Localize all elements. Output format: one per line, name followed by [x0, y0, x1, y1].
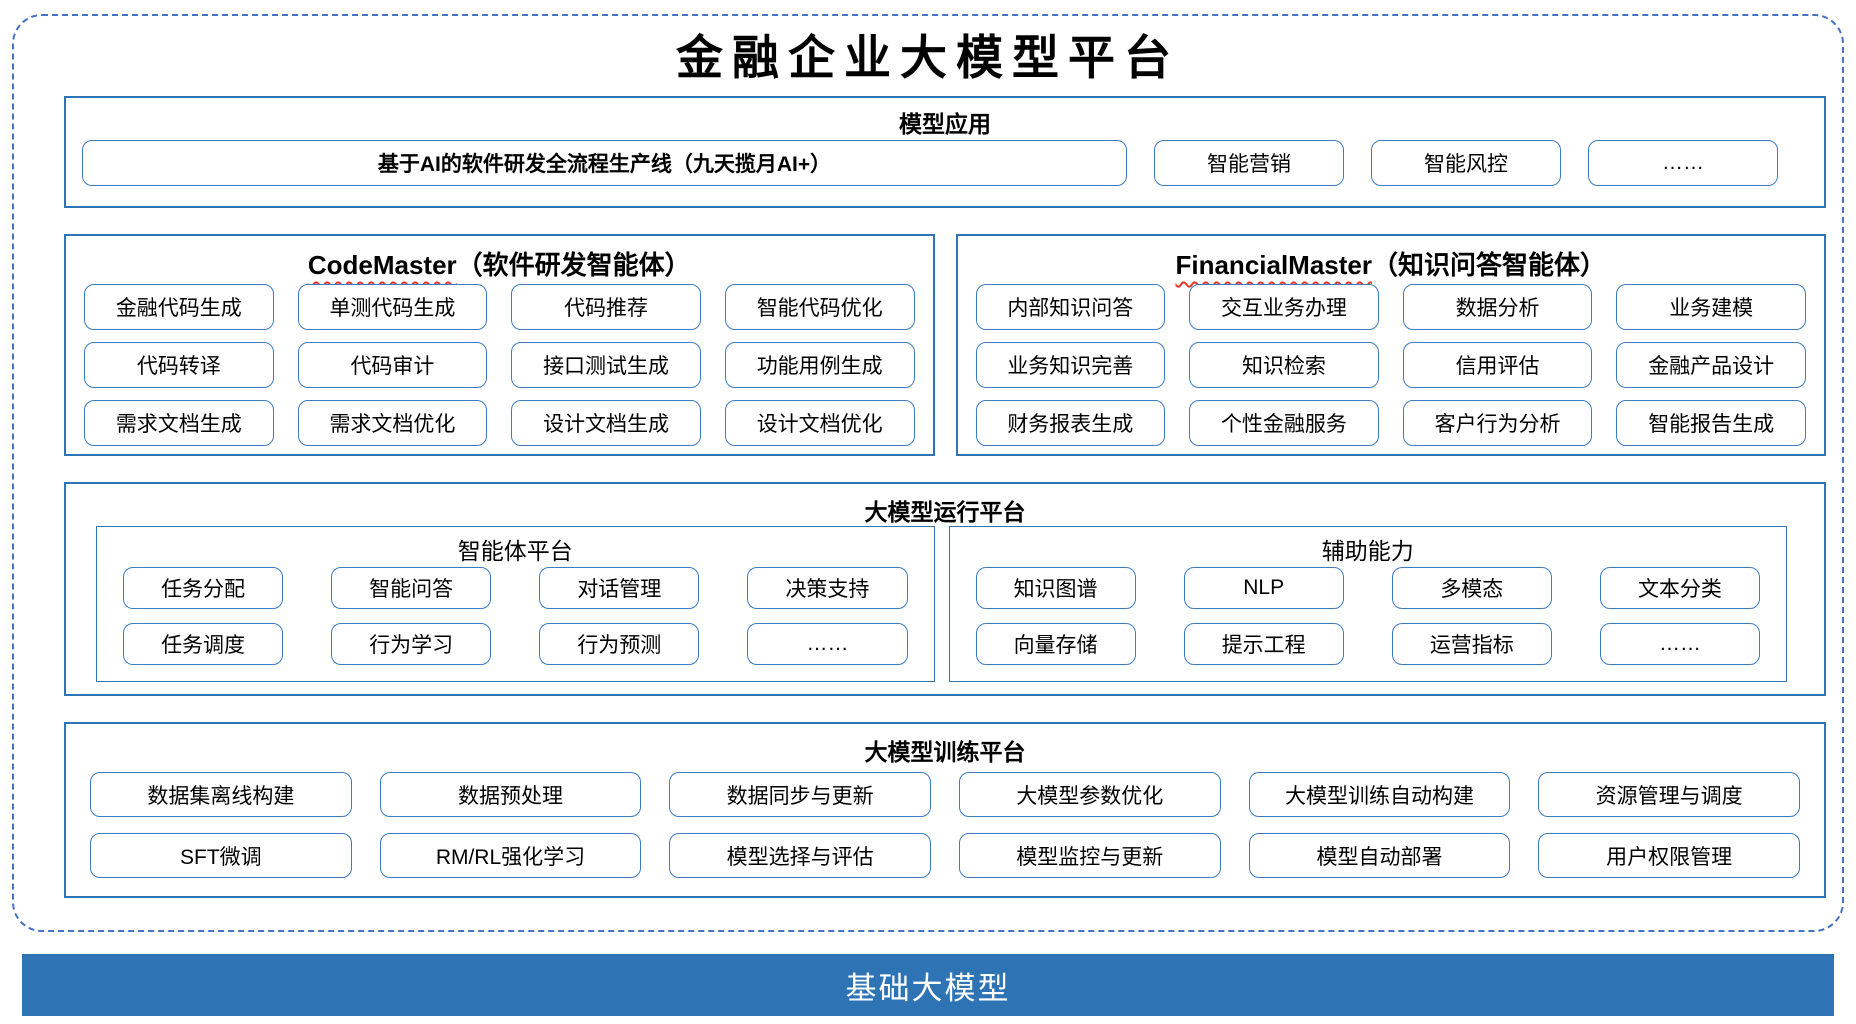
diagram-node: 任务分配: [123, 567, 284, 609]
diagram-node: 接口测试生成: [511, 342, 701, 388]
diagram-node: 智能报告生成: [1616, 400, 1806, 446]
agent-platform-grid: 任务分配 智能问答 对话管理 决策支持 任务调度 行为学习 行为预测 ……: [113, 567, 918, 665]
runtime-inner-row: 智能体平台 任务分配 智能问答 对话管理 决策支持 任务调度 行为学习 行为预测…: [66, 522, 1824, 682]
diagram-node: 代码转译: [84, 342, 274, 388]
agents-row: CodeMaster（软件研发智能体） 金融代码生成 单测代码生成 代码推荐 智…: [64, 234, 1826, 456]
section-model-applications: 模型应用 基于AI的软件研发全流程生产线（九天揽月AI+） 智能营销 智能风控 …: [64, 96, 1826, 208]
diagram-node: ……: [1599, 623, 1760, 665]
diagram-node: SFT微调: [90, 833, 352, 878]
diagram-node: 内部知识问答: [975, 284, 1166, 330]
diagram-node: 模型选择与评估: [669, 833, 931, 878]
diagram-node: 决策支持: [747, 567, 908, 609]
aux-ability-header: 辅助能力: [1321, 538, 1414, 564]
diagram-node: 提示工程: [1183, 623, 1344, 665]
diagram-node-ai-pipeline: 基于AI的软件研发全流程生产线（九天揽月AI+）: [82, 140, 1127, 186]
diagram-node-smart-marketing: 智能营销: [1154, 140, 1344, 186]
diagram-node: 数据预处理: [379, 772, 642, 817]
section-financialmaster: FinancialMaster（知识问答智能体） 内部知识问答 交互业务办理 数…: [955, 234, 1826, 456]
codemaster-header: CodeMaster（软件研发智能体）: [84, 238, 915, 280]
diagram-node: 业务建模: [1616, 284, 1806, 330]
financialmaster-grid: 内部知识问答 交互业务办理 数据分析 业务建模 业务知识完善 知识检索 信用评估…: [975, 284, 1806, 446]
diagram-node: 数据分析: [1402, 284, 1593, 330]
diagram-node-more-apps: ……: [1588, 140, 1778, 186]
diagram-node: 设计文档生成: [511, 400, 701, 446]
diagram-node: 资源管理与调度: [1538, 772, 1800, 817]
diagram-node: 单测代码生成: [297, 284, 488, 330]
training-grid: 数据集离线构建 数据预处理 数据同步与更新 大模型参数优化 大模型训练自动构建 …: [90, 772, 1800, 878]
diagram-node: 大模型训练自动构建: [1248, 772, 1511, 817]
diagram-node: 对话管理: [539, 567, 700, 609]
diagram-node: 交互业务办理: [1189, 284, 1379, 330]
page-title: 金融企业大模型平台: [676, 31, 1180, 86]
diagram-node: 数据同步与更新: [669, 772, 931, 817]
subsection-agent-platform: 智能体平台 任务分配 智能问答 对话管理 决策支持 任务调度 行为学习 行为预测…: [96, 526, 935, 682]
diagram-node: 用户权限管理: [1538, 833, 1800, 878]
diagram-node: ……: [747, 623, 908, 665]
sections-wrapper: 模型应用 基于AI的软件研发全流程生产线（九天揽月AI+） 智能营销 智能风控 …: [14, 90, 1842, 898]
diagram-node: 客户行为分析: [1402, 400, 1593, 446]
diagram-node: 任务调度: [123, 623, 284, 665]
financialmaster-header: FinancialMaster（知识问答智能体）: [976, 238, 1807, 280]
diagram-node: 多模态: [1391, 567, 1552, 609]
diagram-node: 功能用例生成: [724, 342, 915, 388]
financialmaster-header-en: FinancialMaster: [1175, 250, 1372, 280]
diagram-node: 代码推荐: [511, 284, 701, 330]
diagram-node: 大模型参数优化: [958, 772, 1221, 817]
agent-platform-header: 智能体平台: [457, 538, 573, 564]
diagram-node: 模型监控与更新: [958, 833, 1221, 878]
foundation-model-label: 基础大模型: [845, 970, 1011, 1006]
diagram-node: 向量存储: [975, 623, 1136, 665]
diagram-node-smart-risk-control: 智能风控: [1371, 140, 1561, 186]
codemaster-header-en: CodeMaster: [307, 250, 457, 280]
diagram-node: 个性金融服务: [1189, 400, 1379, 446]
diagram-node: 财务报表生成: [975, 400, 1166, 446]
diagram-node: 金融代码生成: [84, 284, 274, 330]
diagram-node: 知识检索: [1189, 342, 1379, 388]
model-applications-row: 基于AI的软件研发全流程生产线（九天揽月AI+） 智能营销 智能风控 ……: [66, 134, 1824, 186]
diagram-node: 设计文档优化: [724, 400, 915, 446]
subsection-aux-ability: 辅助能力 知识图谱 NLP 多模态 文本分类 向量存储 提示工程 运营指标 ……: [948, 526, 1787, 682]
diagram-node: 智能代码优化: [724, 284, 915, 330]
diagram-node: RM/RL强化学习: [379, 833, 642, 878]
diagram-node: 运营指标: [1391, 623, 1552, 665]
outer-dashed-frame: 金融企业大模型平台 模型应用 基于AI的软件研发全流程生产线（九天揽月AI+） …: [12, 14, 1844, 932]
diagram-node: 业务知识完善: [975, 342, 1166, 388]
training-platform-header: 大模型训练平台: [864, 739, 1026, 765]
foundation-model-bar: 基础大模型: [22, 954, 1834, 1016]
section-training-platform: 大模型训练平台 数据集离线构建 数据预处理 数据同步与更新 大模型参数优化 大模…: [64, 722, 1826, 898]
diagram-node: 金融产品设计: [1616, 342, 1806, 388]
diagram-node: 信用评估: [1402, 342, 1593, 388]
diagram-node: 需求文档优化: [297, 400, 488, 446]
diagram-node: 行为学习: [331, 623, 492, 665]
aux-ability-grid: 知识图谱 NLP 多模态 文本分类 向量存储 提示工程 运营指标 ……: [966, 567, 1771, 665]
diagram-node: 知识图谱: [975, 567, 1136, 609]
model-applications-header: 模型应用: [899, 111, 991, 137]
section-runtime-platform: 大模型运行平台 智能体平台 任务分配 智能问答 对话管理 决策支持 任务调度 行…: [64, 482, 1826, 696]
diagram-node: 智能问答: [331, 567, 492, 609]
section-codemaster: CodeMaster（软件研发智能体） 金融代码生成 单测代码生成 代码推荐 智…: [64, 234, 935, 456]
diagram-node: 代码审计: [297, 342, 488, 388]
diagram-node: 文本分类: [1599, 567, 1760, 609]
financialmaster-header-zh: （知识问答智能体）: [1372, 250, 1607, 280]
diagram-node: 模型自动部署: [1248, 833, 1511, 878]
diagram-node: NLP: [1183, 567, 1344, 609]
diagram-node: 需求文档生成: [84, 400, 274, 446]
codemaster-header-zh: （软件研发智能体）: [456, 250, 691, 280]
diagram-node: 行为预测: [539, 623, 700, 665]
runtime-platform-header: 大模型运行平台: [864, 499, 1026, 525]
codemaster-grid: 金融代码生成 单测代码生成 代码推荐 智能代码优化 代码转译 代码审计 接口测试…: [84, 284, 915, 446]
diagram-node: 数据集离线构建: [90, 772, 352, 817]
